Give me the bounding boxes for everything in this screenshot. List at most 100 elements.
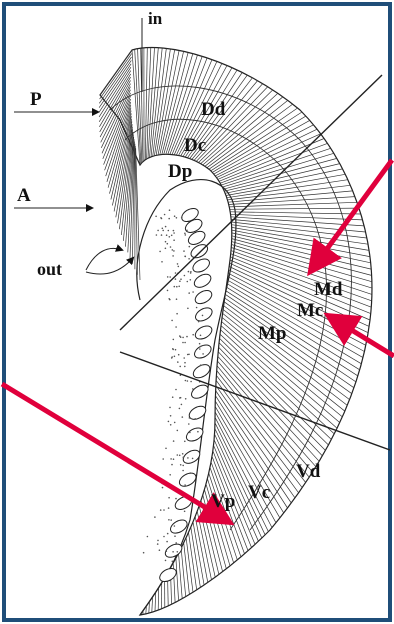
tooth [182, 449, 201, 464]
ridge-line [180, 67, 233, 157]
fan-line [112, 116, 132, 206]
ridge-line [178, 65, 228, 156]
stipple-dot [201, 314, 204, 317]
tooth [185, 427, 204, 442]
stipple-dot [170, 458, 172, 460]
tooth [191, 384, 209, 399]
stipple-dot [169, 298, 171, 301]
ridge-line [231, 221, 367, 239]
ridge-line [214, 406, 281, 519]
stipple-dot [183, 510, 186, 513]
ridge-line [224, 163, 340, 192]
fan-line [105, 101, 132, 177]
stipple-dot [164, 247, 167, 250]
stipple-dot [161, 486, 164, 489]
fan-line [104, 98, 131, 171]
fan-line [98, 67, 132, 118]
fan-line [129, 139, 135, 259]
stipple-dot [179, 464, 182, 466]
ridge-line [215, 124, 314, 177]
ridge-line [230, 211, 361, 215]
ridge-line [188, 532, 198, 590]
stipple-dot [142, 551, 145, 554]
stipple-dot [184, 234, 187, 236]
stipple-dot [191, 255, 194, 258]
ridge-line [231, 232, 371, 264]
ridge-line [148, 601, 150, 614]
stipple-dot [162, 229, 164, 232]
label-md: Md [314, 279, 343, 300]
ridge-line [213, 439, 259, 542]
stipple-dot [184, 379, 187, 382]
stipple-dot [160, 217, 162, 219]
stipple-dot [164, 559, 167, 562]
ridge-line [208, 107, 298, 170]
stipple-dot [173, 239, 175, 241]
ridge-line [231, 224, 369, 245]
stipple-dot [164, 225, 167, 228]
stipple-dot [183, 357, 185, 359]
stipple-dot [166, 532, 169, 535]
ridge-line [202, 96, 284, 166]
ridge-line [185, 537, 194, 593]
ridge-line [226, 283, 362, 365]
ridge-line [230, 256, 371, 314]
fan-line [127, 136, 135, 253]
stipple-dot [199, 345, 201, 348]
stipple-dot [173, 525, 176, 527]
ridge-line [229, 201, 358, 208]
ridge-line [144, 47, 148, 160]
ridge-line [215, 395, 288, 509]
ridge-line [220, 329, 335, 435]
stipple-dot [172, 440, 175, 442]
fan-line [107, 107, 132, 188]
stipple-dot [172, 551, 174, 553]
stipple-dot [165, 550, 168, 552]
ridge-line [225, 168, 343, 194]
stipple-dot [166, 242, 169, 245]
tooth [170, 519, 188, 534]
stipple-dot [202, 353, 204, 355]
ridge-line [171, 59, 213, 155]
stipple-dot [176, 285, 178, 288]
ridge-line [226, 179, 348, 199]
ridge-line [214, 428, 266, 535]
stipple-dot [182, 456, 185, 459]
ridge-line [134, 49, 142, 164]
stipple-dot [161, 227, 164, 230]
stipple-dot [192, 388, 194, 390]
stipple-dot [167, 420, 170, 423]
stipple-dot [189, 272, 192, 274]
ridge-line [229, 259, 371, 321]
stipple-dot [184, 255, 187, 258]
tooth [194, 290, 213, 305]
stipple-dot [194, 418, 196, 420]
stipple-dot [174, 535, 176, 537]
stipple-dot [173, 215, 176, 217]
stipple-dot [169, 424, 172, 426]
ridge-line [214, 422, 269, 532]
ridge-line [226, 286, 360, 371]
stipple-dot [171, 356, 173, 358]
stipple-dot [190, 271, 192, 273]
out-arrow-2 [85, 256, 135, 275]
stipple-dot [179, 335, 181, 337]
stipple-dot [184, 365, 186, 368]
stipple-dot [174, 278, 177, 280]
stipple-dot [182, 464, 184, 467]
stipple-dot [184, 484, 186, 486]
fan-line [121, 129, 134, 236]
stipple-dot [176, 454, 179, 456]
ridge-line [154, 48, 171, 156]
label-dd: Dd [201, 99, 226, 120]
fan-line [110, 113, 132, 200]
stipple-dot [170, 519, 172, 521]
ridge-line [216, 370, 306, 483]
label-a: A [17, 185, 31, 206]
stipple-dot [173, 285, 176, 288]
stipple-dot [172, 255, 174, 257]
tooth [178, 472, 197, 487]
stipple-dot [178, 454, 181, 457]
